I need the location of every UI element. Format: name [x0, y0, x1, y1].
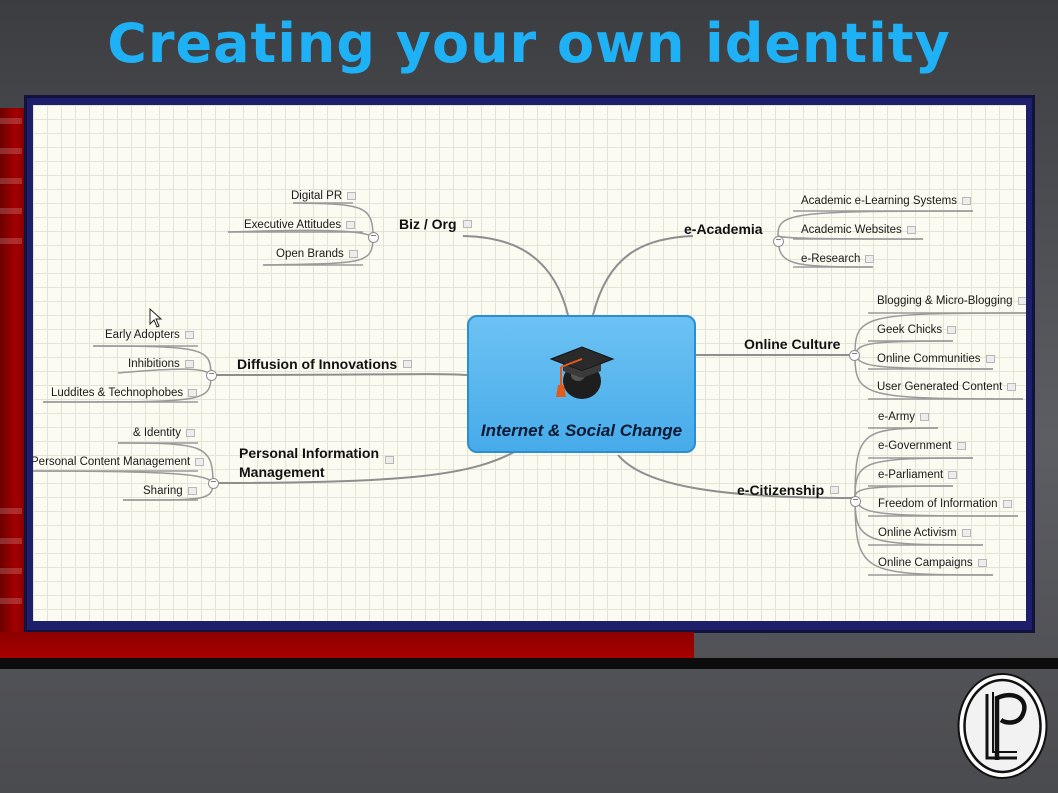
note-icon: [985, 355, 995, 363]
topic-inhibitions[interactable]: Inhibitions: [128, 358, 194, 370]
note-icon: [1017, 297, 1026, 305]
branch-label: Online Culture: [744, 336, 841, 352]
collapse-toggle-e-citizenship[interactable]: −: [850, 496, 861, 507]
topic-e-research[interactable]: e-Research: [801, 253, 875, 265]
mindmap-canvas: Internet & Social Change Biz / Org − Dig…: [33, 105, 1026, 621]
branch-label: Diffusion of Innovations: [237, 356, 398, 372]
branch-personal-information-management[interactable]: Personal Information Management: [239, 444, 395, 482]
note-icon: [1007, 383, 1017, 391]
topic-online-campaigns[interactable]: Online Campaigns: [878, 557, 987, 569]
note-icon: [184, 360, 194, 368]
branch-label-line1: Personal Information: [239, 445, 380, 461]
note-icon: [947, 326, 957, 334]
mouse-cursor-icon: [149, 308, 163, 328]
topic-e-parliament[interactable]: e-Parliament: [878, 469, 958, 481]
topic-academic-websites[interactable]: Academic Websites: [801, 224, 916, 236]
note-icon: [184, 331, 194, 339]
red-decor-stripe: [0, 108, 26, 636]
black-divider: [0, 658, 1058, 669]
topic-academic-e-learning-systems[interactable]: Academic e-Learning Systems: [801, 195, 971, 207]
note-icon: [346, 221, 356, 229]
note-icon: [187, 487, 197, 495]
note-icon: [188, 389, 198, 397]
branch-label: e-Citizenship: [737, 482, 825, 498]
branch-label: Biz / Org: [399, 216, 457, 232]
topic-sharing[interactable]: Sharing: [143, 485, 197, 497]
lp-logo-icon: LP: [957, 673, 1048, 779]
branch-e-citizenship[interactable]: e-Citizenship: [737, 482, 840, 498]
topic-e-government[interactable]: e-Government: [878, 440, 966, 452]
topic-user-generated-content[interactable]: User Generated Content: [877, 381, 1017, 393]
topic-geek-chicks[interactable]: Geek Chicks: [877, 324, 957, 336]
branch-biz-org[interactable]: Biz / Org: [399, 216, 472, 232]
topic-executive-attitudes[interactable]: Executive Attitudes: [244, 219, 356, 231]
central-topic[interactable]: Internet & Social Change: [467, 315, 696, 453]
topic-e-army[interactable]: e-Army: [878, 411, 930, 423]
topic-digital-pr[interactable]: Digital PR: [291, 190, 357, 202]
collapse-toggle-e-academia[interactable]: −: [773, 236, 784, 247]
note-icon: [961, 529, 971, 537]
collapse-toggle-biz-org[interactable]: −: [368, 232, 379, 243]
note-icon: [403, 360, 413, 368]
note-icon: [462, 220, 472, 228]
link-e-academia: [592, 235, 694, 316]
note-icon: [906, 226, 916, 234]
note-icon: [830, 486, 840, 494]
branch-diffusion-of-innovations[interactable]: Diffusion of Innovations: [237, 356, 413, 372]
topic-identity[interactable]: & Identity: [133, 427, 195, 439]
note-icon: [1002, 500, 1012, 508]
note-icon: [961, 197, 971, 205]
note-icon: [195, 458, 205, 466]
topic-open-brands[interactable]: Open Brands: [276, 248, 358, 260]
link-biz-org: [462, 235, 569, 316]
topic-freedom-of-information[interactable]: Freedom of Information: [878, 498, 1012, 510]
topic-online-activism[interactable]: Online Activism: [878, 527, 971, 539]
branch-label: e-Academia: [684, 221, 763, 237]
link-e-citizenship: [617, 454, 856, 499]
note-icon: [920, 413, 930, 421]
topic-online-communities[interactable]: Online Communities: [877, 353, 995, 365]
branch-online-culture[interactable]: Online Culture: [744, 336, 840, 352]
mindmap-links: [33, 202, 1026, 576]
note-icon: [948, 471, 958, 479]
slide-title: Creating your own identity: [107, 12, 951, 75]
note-icon: [956, 442, 966, 450]
branch-e-academia[interactable]: e-Academia: [684, 221, 763, 237]
collapse-toggle-diffusion[interactable]: −: [206, 370, 217, 381]
note-icon: [348, 250, 358, 258]
central-topic-label: Internet & Social Change: [480, 421, 683, 440]
note-icon: [347, 192, 357, 200]
graduation-cap-icon: [549, 346, 615, 399]
topic-early-adopters[interactable]: Early Adopters: [105, 329, 194, 341]
topic-personal-content-management[interactable]: Personal Content Management: [33, 456, 205, 468]
link-diffusion: [212, 373, 468, 376]
collapse-toggle-pim[interactable]: −: [208, 478, 219, 489]
branch-label-line2: Management: [239, 464, 325, 480]
note-icon: [865, 255, 875, 263]
link-pim: [215, 449, 519, 484]
topic-luddites-technophobes[interactable]: Luddites & Technophobes: [51, 387, 198, 399]
note-icon: [977, 559, 987, 567]
note-icon: [185, 429, 195, 437]
collapse-toggle-online-culture[interactable]: −: [849, 350, 860, 361]
topic-blogging-micro-blogging[interactable]: Blogging & Micro-Blogging: [877, 295, 1026, 307]
red-decor-bar: [0, 632, 694, 658]
note-icon: [385, 456, 395, 464]
